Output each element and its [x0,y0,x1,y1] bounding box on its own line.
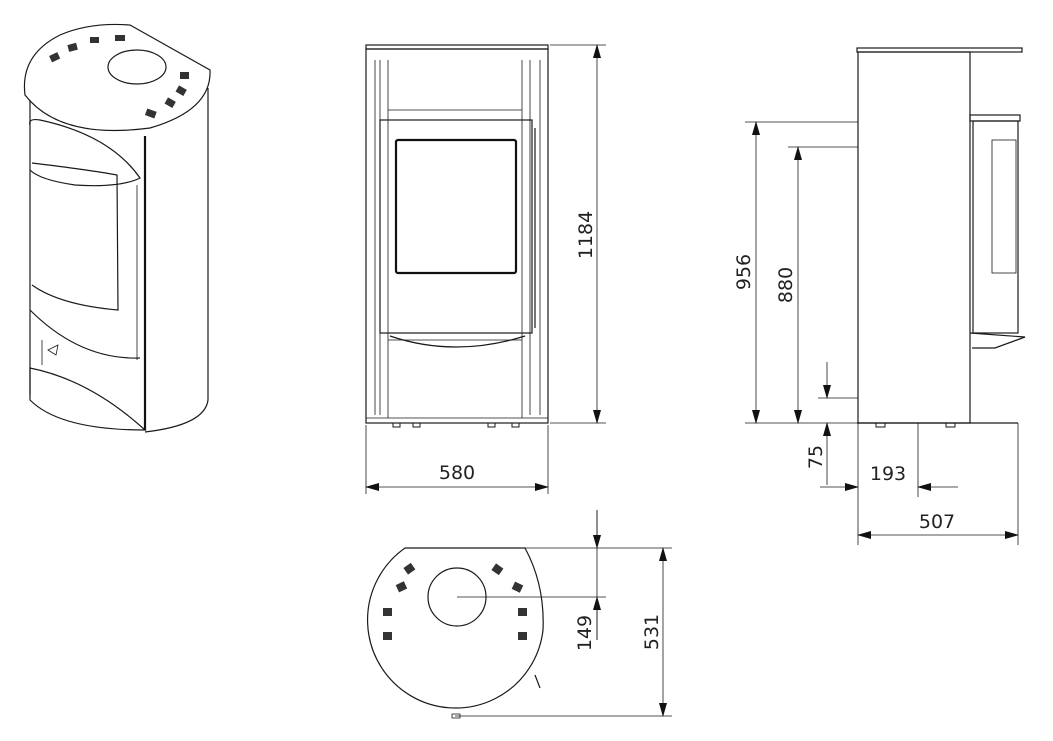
dim-507: 507 [919,511,955,533]
dim-880: 880 [775,267,797,303]
dim-531: 531 [641,614,663,650]
vent-slots-icon [49,35,189,119]
vent-slots-icon [383,562,527,640]
dim-75: 75 [805,445,827,469]
dim-front-height: 1184 [575,211,597,259]
side-view: 956 880 75 193 507 [733,47,1026,545]
dim-front-width: 580 [439,462,475,484]
dim-149: 149 [574,615,596,651]
isometric-view [23,23,211,433]
top-view: 149 531 [366,510,672,719]
dim-193: 193 [870,463,906,485]
front-view: 1184 580 [365,44,606,494]
dim-956: 956 [733,254,755,290]
